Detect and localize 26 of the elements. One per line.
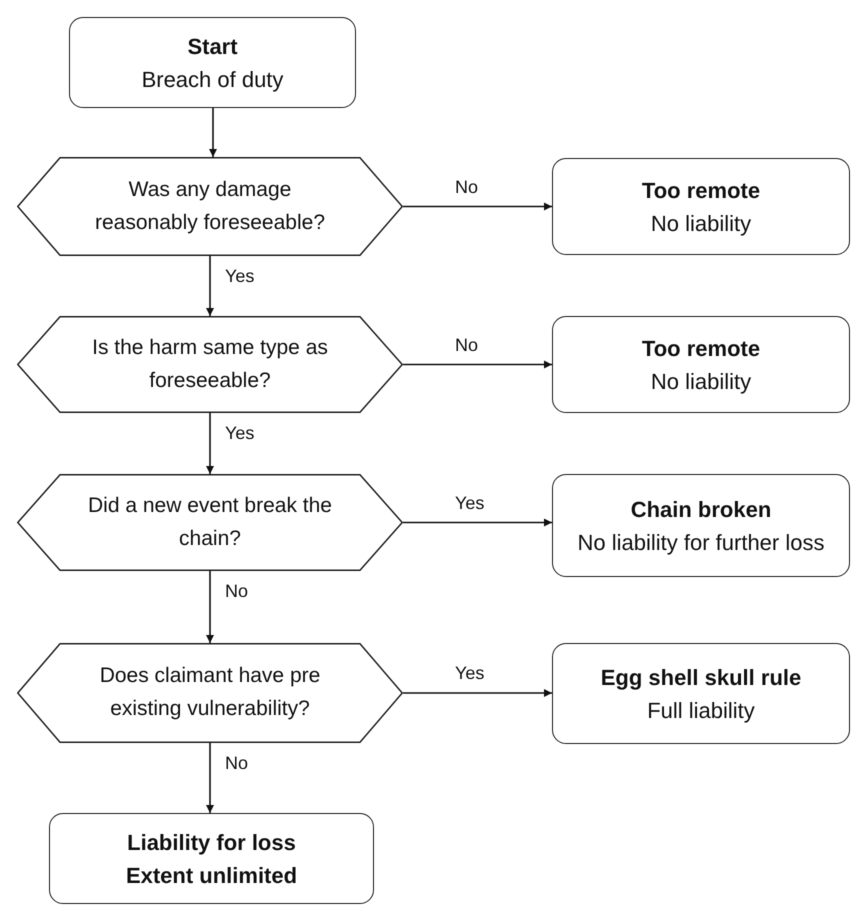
box-text: Is the harm same type as foreseeable? (91, 334, 329, 394)
box-heading: Extent unlimited (126, 862, 298, 890)
box-text: Breach of duty (142, 66, 284, 94)
process-box (49, 813, 374, 904)
decision-hexagon (17, 474, 403, 571)
box-heading: Liability for loss (127, 828, 296, 857)
box-heading: Start (187, 32, 238, 60)
box-text: Full liability (647, 696, 755, 725)
box-heading: Too remote (642, 176, 760, 204)
process-box (552, 474, 850, 577)
process-box (552, 158, 850, 255)
box-text: Does claimant have pre existing vulnerability? (98, 663, 322, 722)
decision-hexagon (17, 316, 403, 413)
decision-hexagon (17, 157, 403, 256)
decision-hexagon (17, 643, 403, 743)
box-heading: Chain broken (630, 496, 772, 524)
process-box (69, 17, 356, 108)
box-text: No liability (650, 368, 752, 396)
box-text: No liability (650, 210, 752, 238)
box-text: Was any damage reasonably foreseeable? (94, 176, 326, 236)
box-heading: Too remote (642, 334, 760, 362)
box-text: Did a new event break the chain? (87, 492, 333, 552)
box-text: No liability for further loss (578, 528, 824, 557)
box-heading: Egg shell skull rule (600, 664, 802, 692)
process-box (552, 643, 850, 744)
process-box (552, 316, 850, 413)
